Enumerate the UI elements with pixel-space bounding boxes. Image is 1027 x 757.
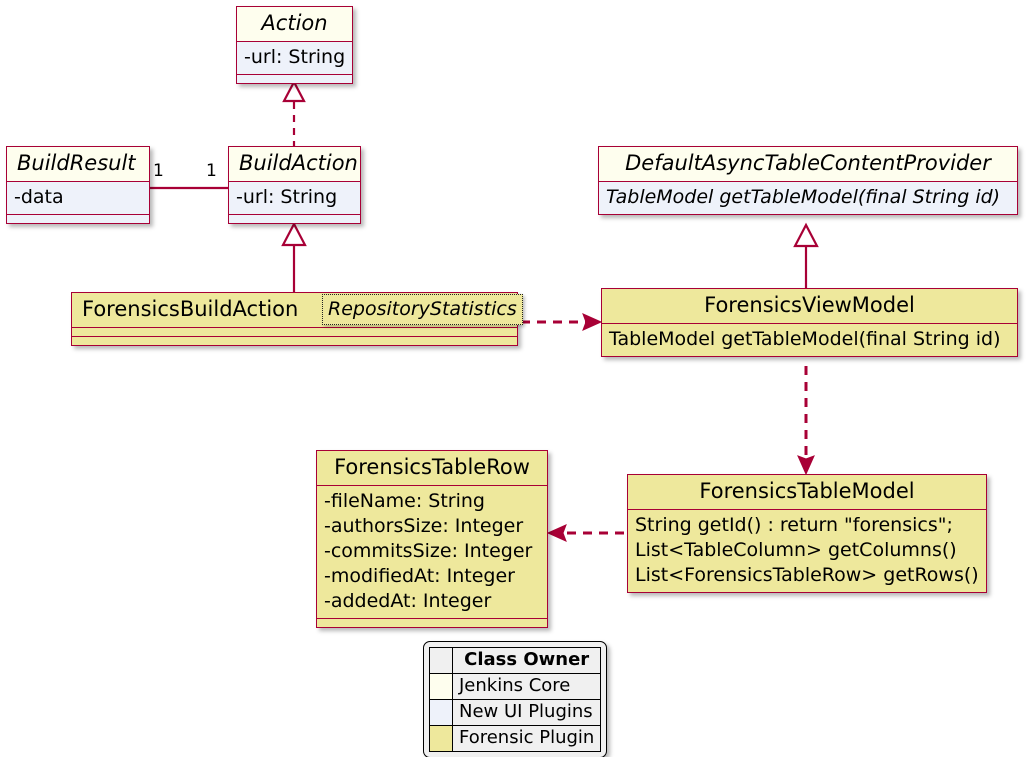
attribute-modified-at: -modifiedAt: Integer [324, 565, 515, 587]
class-attributes-build-result: -data [7, 181, 149, 214]
attribute-file-name: -fileName: String [324, 490, 485, 512]
edge-forensics-view-model-to-provider [793, 222, 819, 288]
class-methods-forensics-view-model: TableModel getTableModel(final String id… [602, 323, 1017, 356]
class-attributes-forensics-build-action [72, 327, 517, 336]
class-box-action[interactable]: Action -url: String [236, 6, 353, 84]
legend-header-label: Class Owner [451, 647, 602, 674]
edge-build-action-to-action [282, 79, 306, 148]
class-box-forensics-table-model[interactable]: ForensicsTableModel String getId() : ret… [627, 474, 987, 593]
edge-view-model-to-table-model [797, 366, 815, 476]
legend-row-jenkins-core: Jenkins Core [429, 673, 602, 700]
class-name-default-async-table-content-provider: DefaultAsyncTableContentProvider [599, 147, 1017, 181]
attribute-build-action-url: -url: String [236, 186, 338, 208]
class-methods-forensics-table-row [317, 618, 547, 627]
legend-row-new-ui-plugins: New UI Plugins [429, 699, 602, 726]
edge-forensics-build-action-to-build-action [281, 221, 307, 292]
class-box-forensics-table-row[interactable]: ForensicsTableRow -fileName: String -aut… [316, 450, 548, 628]
attribute-action-url: -url: String [244, 46, 346, 68]
method-forensics-view-model-get-table-model: TableModel getTableModel(final String id… [609, 328, 1001, 350]
class-name-build-action: BuildAction [229, 147, 360, 181]
legend-header-row: Class Owner [429, 647, 602, 674]
class-box-forensics-view-model[interactable]: ForensicsViewModel TableModel getTableMo… [601, 288, 1018, 357]
class-attributes-action: -url: String [237, 41, 352, 74]
class-attributes-forensics-table-row: -fileName: String -authorsSize: Integer … [317, 485, 547, 618]
class-methods-build-action [229, 214, 360, 223]
class-box-default-async-table-content-provider[interactable]: DefaultAsyncTableContentProvider TableMo… [598, 146, 1018, 215]
attribute-build-result-data: -data [14, 186, 64, 208]
class-methods-forensics-table-model: String getId() : return "forensics"; Lis… [628, 509, 986, 592]
legend-label-forensic-plugin: Forensic Plugin [451, 725, 602, 752]
legend-swatch-forensic-plugin [429, 725, 453, 752]
method-get-id: String getId() : return "forensics"; [635, 514, 953, 536]
class-name-forensics-table-model: ForensicsTableModel [628, 475, 986, 509]
legend-table: Class Owner Jenkins Core New UI Plugins … [429, 647, 602, 752]
class-name-build-result: BuildResult [7, 147, 149, 181]
legend-row-forensic-plugin: Forensic Plugin [429, 725, 602, 752]
method-get-rows: List<ForensicsTableRow> getRows() [635, 564, 979, 586]
class-methods-build-result [7, 214, 149, 223]
class-methods-default-async-table-content-provider: TableModel getTableModel(final String id… [599, 181, 1017, 214]
multiplicity-build-action: 1 [206, 161, 217, 181]
class-methods-forensics-build-action [72, 336, 517, 345]
edge-table-model-to-table-row [546, 524, 624, 542]
method-get-columns: List<TableColumn> getColumns() [635, 539, 957, 561]
legend-swatch-new-ui-plugins [429, 699, 453, 726]
class-box-build-action[interactable]: BuildAction -url: String [228, 146, 361, 224]
tag-note-repository-statistics[interactable]: RepositoryStatistics [322, 294, 523, 325]
edge-forensics-build-action-to-view-model [521, 313, 603, 331]
class-box-build-result[interactable]: BuildResult -data [6, 146, 150, 224]
attribute-commits-size: -commitsSize: Integer [324, 540, 533, 562]
legend-header-swatch [429, 647, 453, 674]
class-name-forensics-view-model: ForensicsViewModel [602, 289, 1017, 323]
class-attributes-build-action: -url: String [229, 181, 360, 214]
attribute-authors-size: -authorsSize: Integer [324, 515, 524, 537]
multiplicity-build-result: 1 [153, 161, 164, 181]
legend-label-jenkins-core: Jenkins Core [451, 673, 602, 700]
legend-swatch-jenkins-core [429, 673, 453, 700]
method-get-table-model-abstract: TableModel getTableModel(final String id… [606, 186, 1001, 208]
class-name-action: Action [237, 7, 352, 41]
attribute-added-at: -addedAt: Integer [324, 590, 492, 612]
class-methods-action [237, 74, 352, 83]
legend-class-owner: Class Owner Jenkins Core New UI Plugins … [423, 641, 608, 757]
class-name-forensics-table-row: ForensicsTableRow [317, 451, 547, 485]
legend-label-new-ui-plugins: New UI Plugins [451, 699, 602, 726]
